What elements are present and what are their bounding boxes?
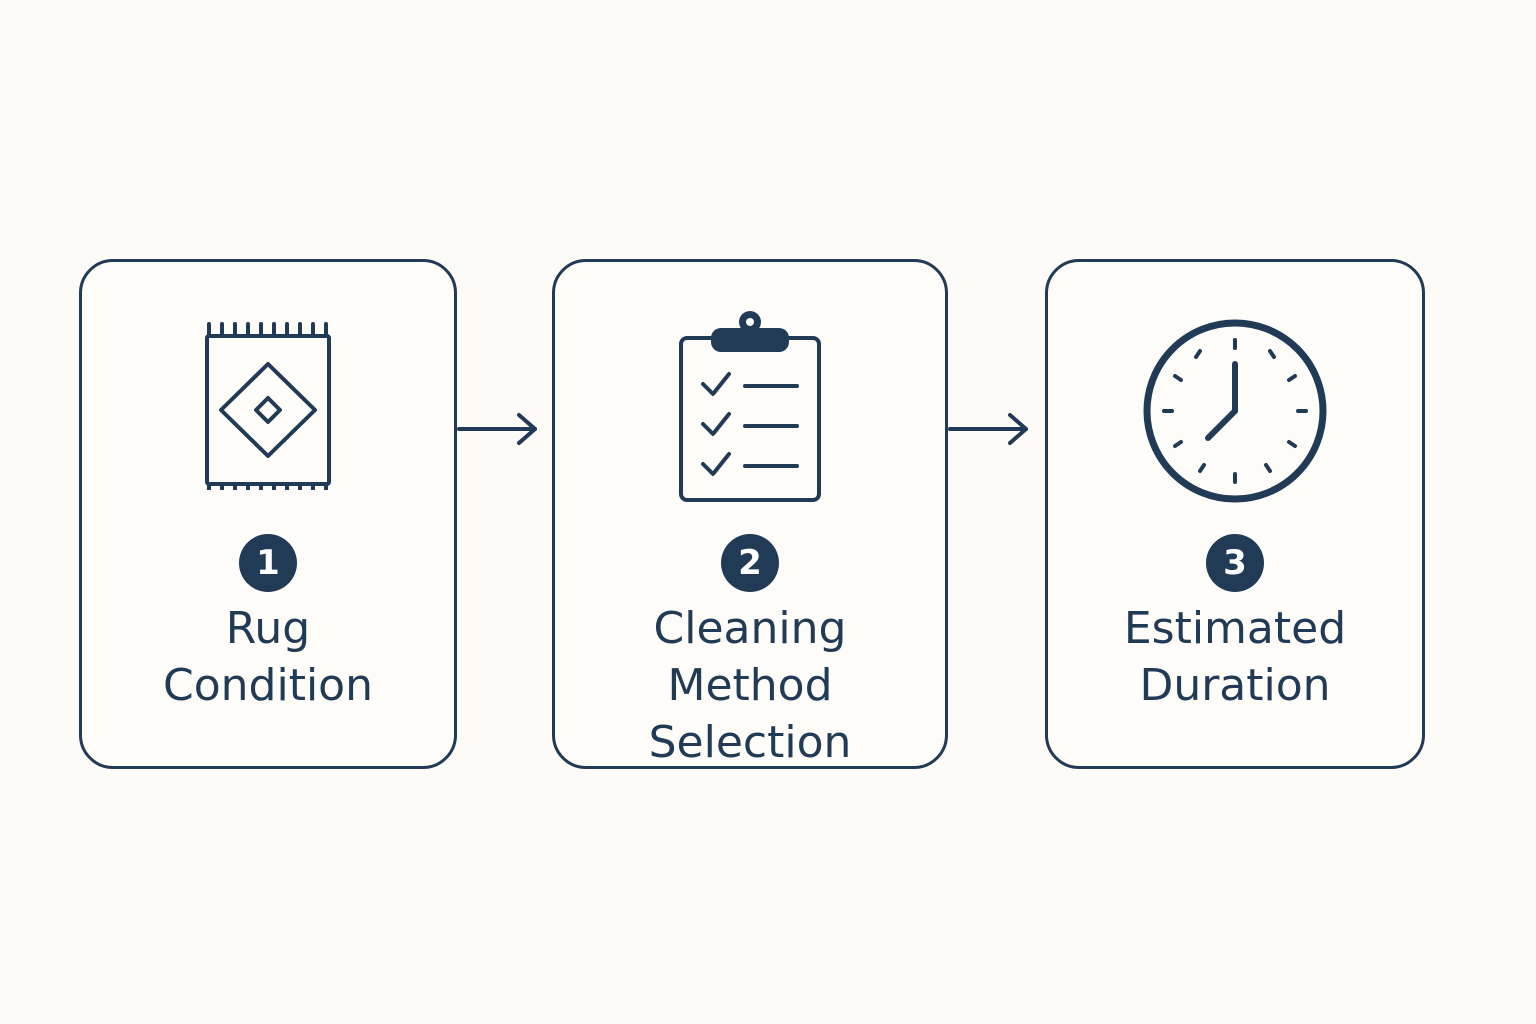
step-label: Rug Condition <box>82 600 454 714</box>
step-card-estimated-duration: 3 Estimated Duration <box>1045 259 1425 769</box>
clock-icon <box>1143 319 1327 503</box>
step-label-line: Cleaning <box>653 603 847 654</box>
step-number-badge: 2 <box>721 534 779 592</box>
arrow-right-icon <box>457 413 537 445</box>
arrow-right-icon <box>948 413 1028 445</box>
step-card-cleaning-method-selection: 2 Cleaning Method Selection <box>552 259 948 769</box>
step-label-line: Estimated <box>1123 603 1347 654</box>
step-card-rug-condition: 1 Rug Condition <box>79 259 457 769</box>
step-number-badge: 1 <box>239 534 297 592</box>
rug-icon <box>205 322 331 490</box>
step-label: Cleaning Method Selection <box>555 600 945 771</box>
clipboard-checklist-icon <box>679 311 821 502</box>
step-label-line: Condition <box>163 660 373 711</box>
step-number-badge: 3 <box>1206 534 1264 592</box>
step-label-line: Rug <box>225 603 311 654</box>
step-label-line: Method <box>667 660 833 711</box>
step-label-line: Selection <box>648 717 852 768</box>
step-label-line: Duration <box>1139 660 1331 711</box>
step-label: Estimated Duration <box>1048 600 1422 714</box>
